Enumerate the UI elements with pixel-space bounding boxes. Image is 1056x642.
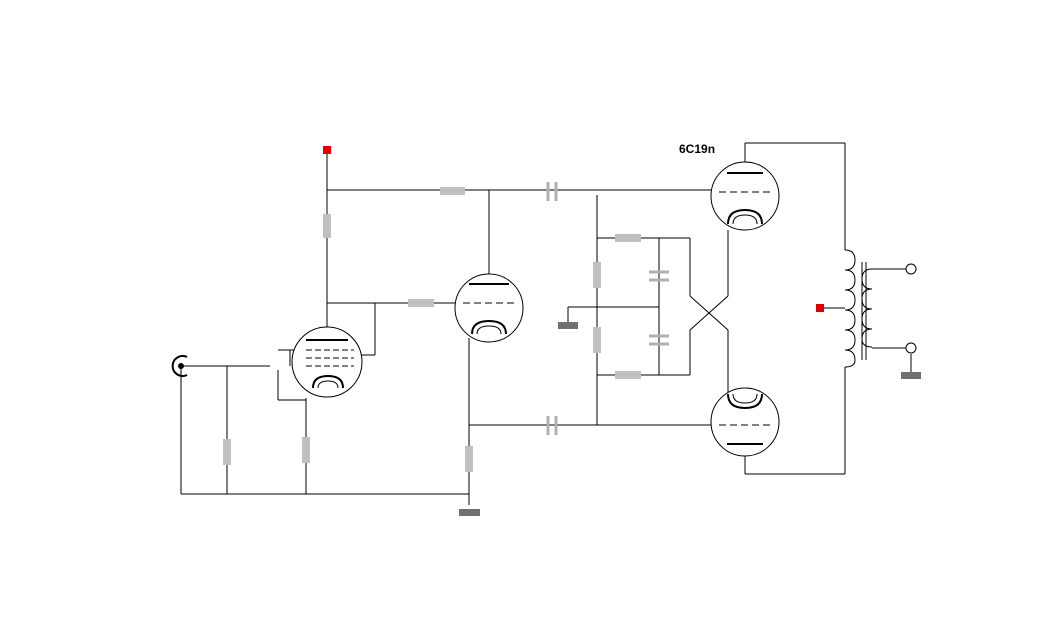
supply-point-center-tap [816,304,824,312]
resistor-phase-top [615,234,641,242]
capacitor-phase-upper [649,270,669,282]
resistor-anode-load-2 [440,187,465,195]
pentode-tube [291,326,363,398]
output-transformer [844,249,873,368]
triode-tube [454,273,524,343]
supply-points [323,146,824,312]
output-terminal-top [905,263,917,275]
resistor-phase-bottom [615,371,641,379]
ground-phase [558,322,578,329]
resistor-cathode-1 [302,437,310,463]
capacitor-coupling-bottom [546,416,558,435]
resistor-input-grid [223,439,231,465]
resistor-grid-feed [408,299,434,307]
resistor-cathode-2 [465,446,473,472]
output-tube-top [710,161,780,231]
capacitor-coupling-top [540,182,558,201]
supply-point-bplus [323,146,331,154]
resistors [223,187,641,472]
ground-symbols [459,322,921,516]
resistor-anode-load-1 [323,214,331,238]
input-jack [171,355,188,377]
capacitor-phase-lower [649,334,669,346]
tube-type-label: 6C19n [679,142,715,156]
resistor-phase-lower [593,327,601,353]
capacitors [540,182,669,435]
output-terminal-bottom [905,342,917,354]
ground-main [459,509,480,516]
wires [180,142,912,505]
ground-output [901,372,921,379]
output-tube-bottom [710,387,780,457]
output-terminals [905,263,917,354]
resistor-phase-upper [593,262,601,288]
